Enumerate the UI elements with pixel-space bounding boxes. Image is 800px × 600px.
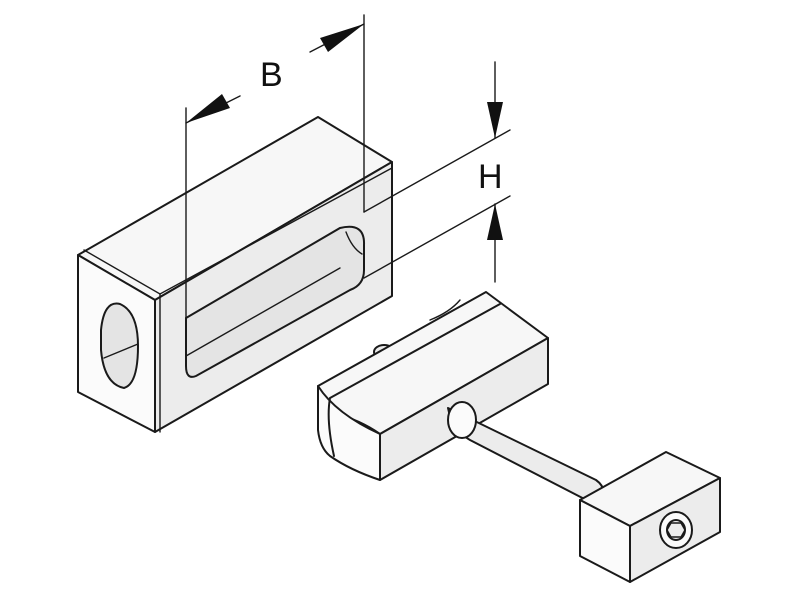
block-end-hole-inner — [103, 343, 139, 359]
dim-b-arrow-left — [186, 94, 230, 123]
dim-h-label: H — [478, 158, 503, 196]
dimension-b: B — [185, 14, 365, 367]
slider-band — [327, 303, 501, 457]
dim-h-arrow-bottom — [487, 204, 503, 240]
dim-b-arrow-right — [320, 24, 364, 52]
dim-b-label: B — [260, 56, 283, 94]
slotted-block — [77, 116, 393, 433]
dim-h-arrow-top — [487, 102, 503, 138]
t-slot-slider — [317, 291, 721, 583]
block-end-hole — [100, 302, 140, 390]
block-slot-inner — [185, 231, 363, 357]
cap-screw-hex — [666, 522, 686, 538]
slider-top-ridge — [429, 299, 461, 321]
slider-shaft-end — [447, 401, 477, 439]
dim-h-ext-top — [363, 129, 511, 213]
dim-h-ext-bottom — [363, 195, 511, 279]
block-slot — [185, 225, 366, 378]
dimension-h: H — [363, 61, 511, 283]
